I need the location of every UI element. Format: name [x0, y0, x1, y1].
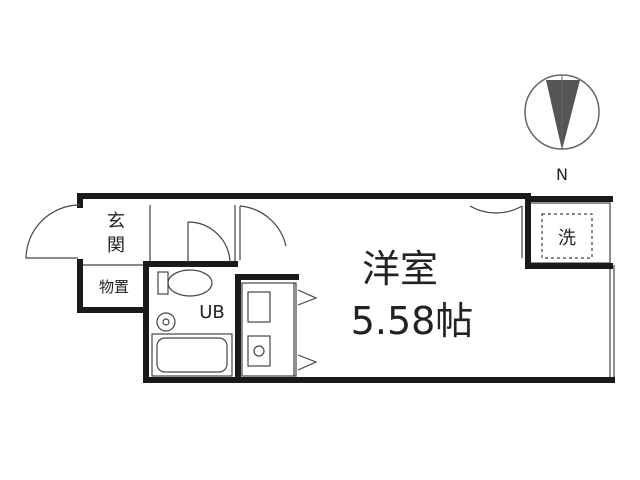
kitchen-fixtures	[241, 282, 318, 377]
main-room-size: 5.58帖	[351, 299, 474, 343]
toilet-tank	[157, 271, 169, 295]
sink-drain	[162, 318, 170, 326]
room-labels: 洋室 5.58帖 玄 関 物置 UB 洗	[99, 211, 576, 343]
kitchen-mark-bottom	[297, 354, 318, 371]
outer-wall-top	[77, 193, 531, 202]
entrance-label-line1: 玄	[107, 211, 125, 232]
bathroom-label: UB	[199, 302, 225, 323]
laundry-wall	[525, 196, 613, 269]
kitchen-sink-icon	[247, 291, 271, 323]
entrance-door-icon	[25, 204, 80, 259]
compass-needle-icon	[546, 80, 580, 150]
laundry-pan	[541, 213, 593, 259]
bathtub-inner	[156, 337, 228, 373]
kitchen-mark-top	[297, 289, 318, 306]
compass: N	[524, 74, 600, 184]
compass-north-label: N	[556, 165, 568, 184]
sink-icon	[156, 312, 176, 332]
thin-lines	[80, 202, 615, 378]
storage-label: 物置	[99, 278, 129, 296]
entrance-label-line2: 関	[107, 235, 125, 256]
hall-door-icon	[239, 205, 287, 260]
kitchen-counter	[241, 282, 295, 377]
bathtub-icon	[151, 333, 233, 377]
walls	[77, 193, 615, 383]
main-room-name: 洋室	[362, 247, 438, 291]
bathroom-wall	[143, 261, 238, 383]
kitchen-wall	[235, 274, 299, 383]
kitchen-fixture-right	[294, 282, 297, 377]
stove-burner-icon	[253, 345, 265, 357]
bathroom-fixtures	[151, 269, 233, 377]
room-door-icon	[469, 205, 523, 258]
laundry-label: 洗	[558, 228, 576, 249]
doors	[25, 204, 523, 263]
stove-icon	[247, 335, 271, 367]
toilet-bowl-icon	[167, 269, 213, 297]
bathroom-door-icon	[187, 221, 231, 263]
